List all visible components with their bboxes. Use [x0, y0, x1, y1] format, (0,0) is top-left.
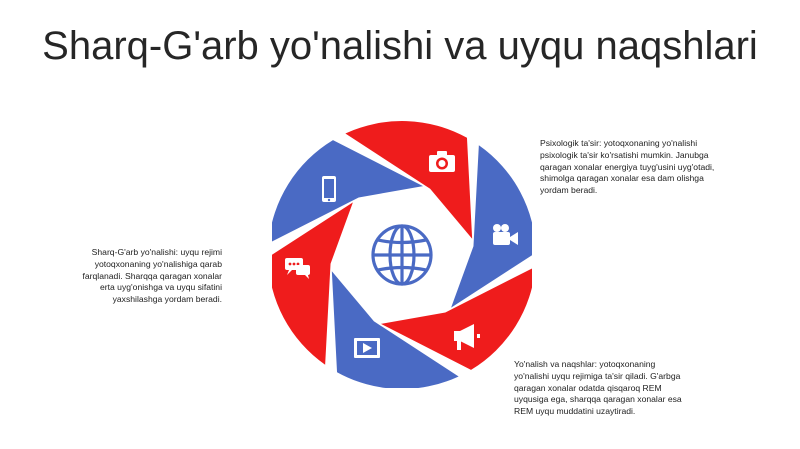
ring-segment	[345, 121, 473, 239]
slide-title: Sharq-G'arb yo'nalishi va uyqu naqshlari	[42, 24, 758, 68]
smartphone-icon	[322, 176, 336, 202]
globe-icon	[371, 224, 433, 286]
ring-segment	[331, 271, 459, 388]
ring-segment	[272, 140, 424, 242]
note-direction-patterns: Yo'nalish va naqshlar: yotoqxonaning yo'…	[514, 359, 682, 417]
note-psychological: Psixologik ta'sir: yotoqxonaning yo'nali…	[540, 138, 715, 196]
chat-bubbles-icon	[285, 258, 310, 279]
video-camera-icon	[493, 224, 518, 245]
ring-segment	[380, 268, 532, 370]
ring-segment	[272, 202, 353, 365]
ring-segment	[451, 145, 532, 308]
play-video-icon	[354, 338, 380, 358]
camera-icon	[429, 151, 455, 172]
megaphone-icon	[454, 324, 480, 350]
note-east-west: Sharq-G'arb yo'nalishi: uyqu rejimi yoto…	[82, 247, 222, 305]
shutter-diagram	[272, 121, 532, 388]
